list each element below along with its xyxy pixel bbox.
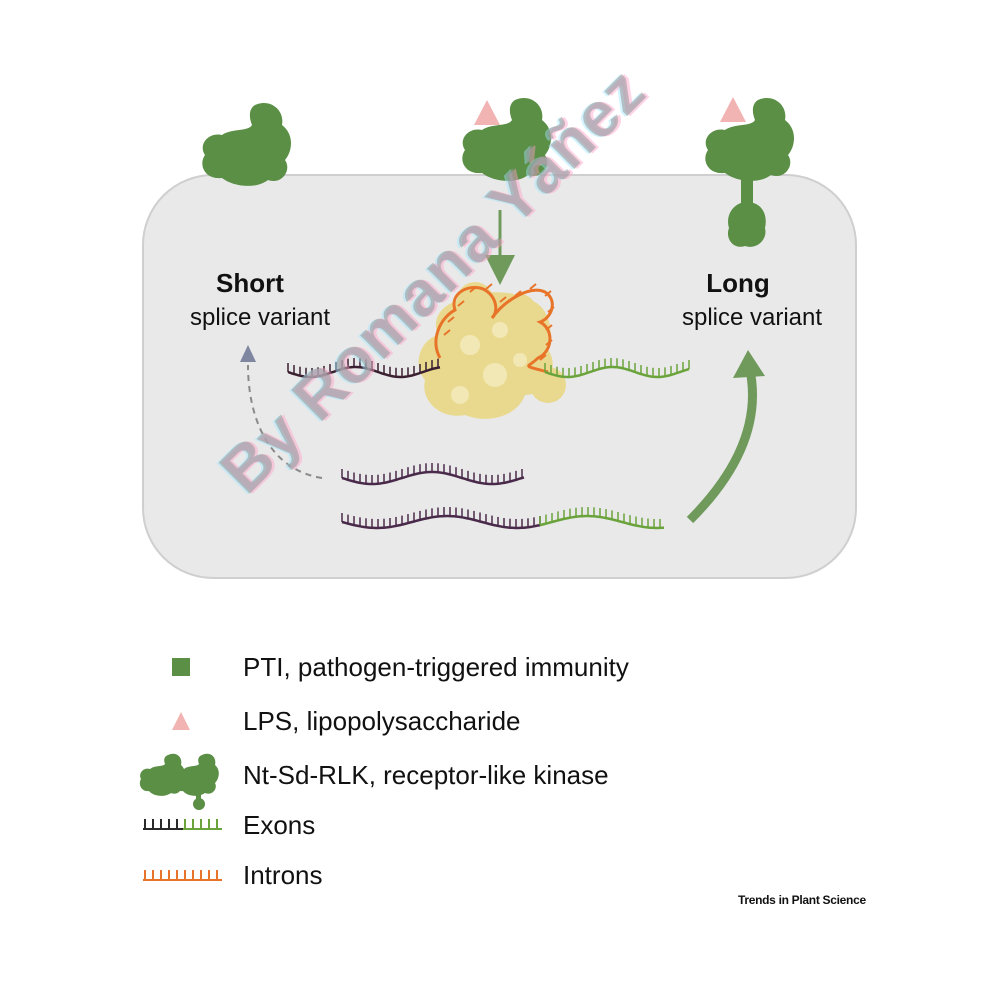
long-variant-arrow [686, 369, 757, 524]
long-variant-arrowhead [733, 350, 765, 378]
long-variant-title: Long [706, 268, 770, 298]
legend-rlk-label: Nt-Sd-RLK, receptor-like kinase [243, 760, 609, 790]
legend-introns-label: Introns [243, 860, 323, 890]
receptor-middle [462, 97, 551, 181]
legend-exons-label: Exons [243, 810, 316, 840]
mrna-top-right-exon [544, 358, 690, 379]
short-variant-title: Short [216, 268, 284, 298]
journal-credit: Trends in Plant Science [738, 893, 866, 907]
mrna-short-variant [341, 463, 525, 486]
mrna-top-left-exon [287, 358, 441, 379]
lps-triangle-middle [474, 100, 500, 125]
mrna-long-variant [341, 507, 665, 530]
triangle-icon [172, 712, 190, 730]
receptor-left [202, 102, 291, 186]
intron-icon [143, 870, 222, 881]
intron-loop-right [490, 288, 554, 374]
short-variant-arrow [247, 364, 323, 479]
legend-pti-label: PTI, pathogen-triggered immunity [243, 652, 629, 682]
legend-lps-label: LPS, lipopolysaccharide [243, 706, 521, 736]
short-variant-arrowhead [240, 345, 256, 362]
intron-ticks [443, 283, 555, 361]
long-variant-subtitle: splice variant [681, 304, 823, 331]
spliceosome-shading [451, 322, 527, 404]
receptor-icon [139, 753, 219, 810]
receptor-right [705, 97, 794, 247]
square-icon [172, 658, 190, 676]
short-variant-subtitle: splice variant [189, 304, 331, 331]
exon-icon [143, 819, 222, 830]
lps-triangle-right [720, 97, 746, 122]
intron-loop-left [434, 285, 498, 359]
